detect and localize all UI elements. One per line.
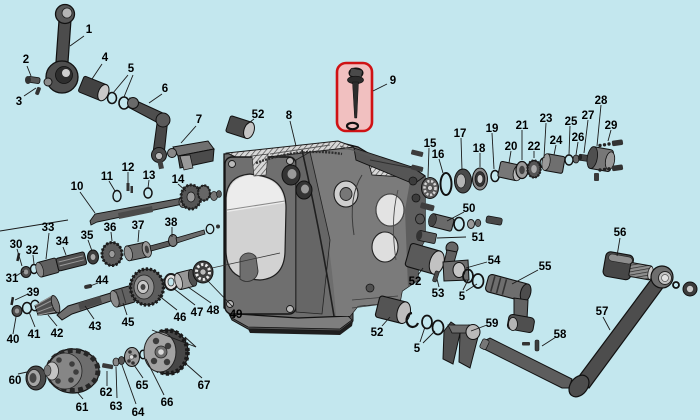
svg-text:47: 47 <box>191 307 204 319</box>
svg-text:36: 36 <box>104 222 117 234</box>
svg-text:21: 21 <box>516 120 529 132</box>
svg-text:65: 65 <box>136 380 149 392</box>
svg-text:51: 51 <box>472 232 485 244</box>
svg-text:45: 45 <box>122 317 135 329</box>
svg-text:46: 46 <box>174 312 187 324</box>
svg-text:67: 67 <box>198 380 211 392</box>
svg-text:56: 56 <box>614 227 627 239</box>
svg-text:26: 26 <box>572 132 585 144</box>
svg-text:12: 12 <box>122 162 135 174</box>
svg-text:24: 24 <box>550 135 563 147</box>
svg-text:53: 53 <box>432 288 445 300</box>
svg-text:34: 34 <box>56 236 69 248</box>
svg-text:1: 1 <box>86 24 93 36</box>
svg-text:23: 23 <box>540 113 553 125</box>
svg-text:5: 5 <box>414 343 421 355</box>
svg-text:16: 16 <box>432 149 445 161</box>
svg-text:31: 31 <box>6 273 19 285</box>
svg-text:61: 61 <box>76 402 89 414</box>
svg-text:42: 42 <box>51 328 64 340</box>
svg-text:27: 27 <box>582 110 595 122</box>
svg-text:15: 15 <box>424 138 437 150</box>
svg-text:58: 58 <box>554 329 567 341</box>
svg-text:2: 2 <box>23 54 29 66</box>
svg-text:13: 13 <box>143 170 156 182</box>
svg-text:52: 52 <box>252 109 265 121</box>
svg-text:43: 43 <box>89 321 102 333</box>
svg-text:5: 5 <box>459 291 466 303</box>
svg-text:4: 4 <box>102 52 109 64</box>
svg-text:59: 59 <box>486 318 499 330</box>
svg-text:18: 18 <box>473 143 486 155</box>
svg-text:3: 3 <box>16 96 22 108</box>
svg-text:10: 10 <box>71 181 84 193</box>
svg-text:14: 14 <box>172 174 185 186</box>
svg-text:41: 41 <box>28 329 41 341</box>
svg-text:50: 50 <box>463 203 476 215</box>
svg-text:44: 44 <box>96 275 109 287</box>
svg-text:11: 11 <box>101 171 114 183</box>
svg-text:17: 17 <box>454 128 467 140</box>
svg-text:28: 28 <box>595 95 608 107</box>
svg-text:19: 19 <box>486 123 499 135</box>
svg-text:5: 5 <box>128 63 135 75</box>
svg-text:38: 38 <box>165 217 178 229</box>
svg-text:63: 63 <box>110 401 123 413</box>
svg-text:7: 7 <box>196 114 202 126</box>
svg-text:32: 32 <box>26 245 39 257</box>
svg-text:30: 30 <box>10 239 23 251</box>
svg-text:49: 49 <box>230 309 243 321</box>
svg-text:52: 52 <box>371 327 384 339</box>
svg-text:39: 39 <box>27 287 40 299</box>
svg-text:52: 52 <box>409 276 422 288</box>
svg-text:57: 57 <box>596 306 609 318</box>
svg-text:25: 25 <box>565 116 578 128</box>
svg-text:22: 22 <box>528 141 541 153</box>
svg-text:40: 40 <box>7 334 20 346</box>
svg-text:54: 54 <box>488 255 501 267</box>
svg-text:33: 33 <box>42 222 55 234</box>
svg-text:48: 48 <box>207 305 220 317</box>
svg-text:35: 35 <box>81 230 94 242</box>
svg-text:37: 37 <box>132 220 145 232</box>
svg-text:6: 6 <box>162 83 168 95</box>
svg-text:60: 60 <box>9 375 22 387</box>
svg-text:55: 55 <box>539 261 552 273</box>
svg-text:29: 29 <box>605 120 618 132</box>
svg-text:66: 66 <box>161 397 174 409</box>
svg-text:62: 62 <box>100 387 113 399</box>
svg-text:20: 20 <box>505 141 518 153</box>
svg-text:8: 8 <box>286 110 293 122</box>
svg-text:9: 9 <box>390 75 396 87</box>
svg-text:64: 64 <box>132 407 145 419</box>
